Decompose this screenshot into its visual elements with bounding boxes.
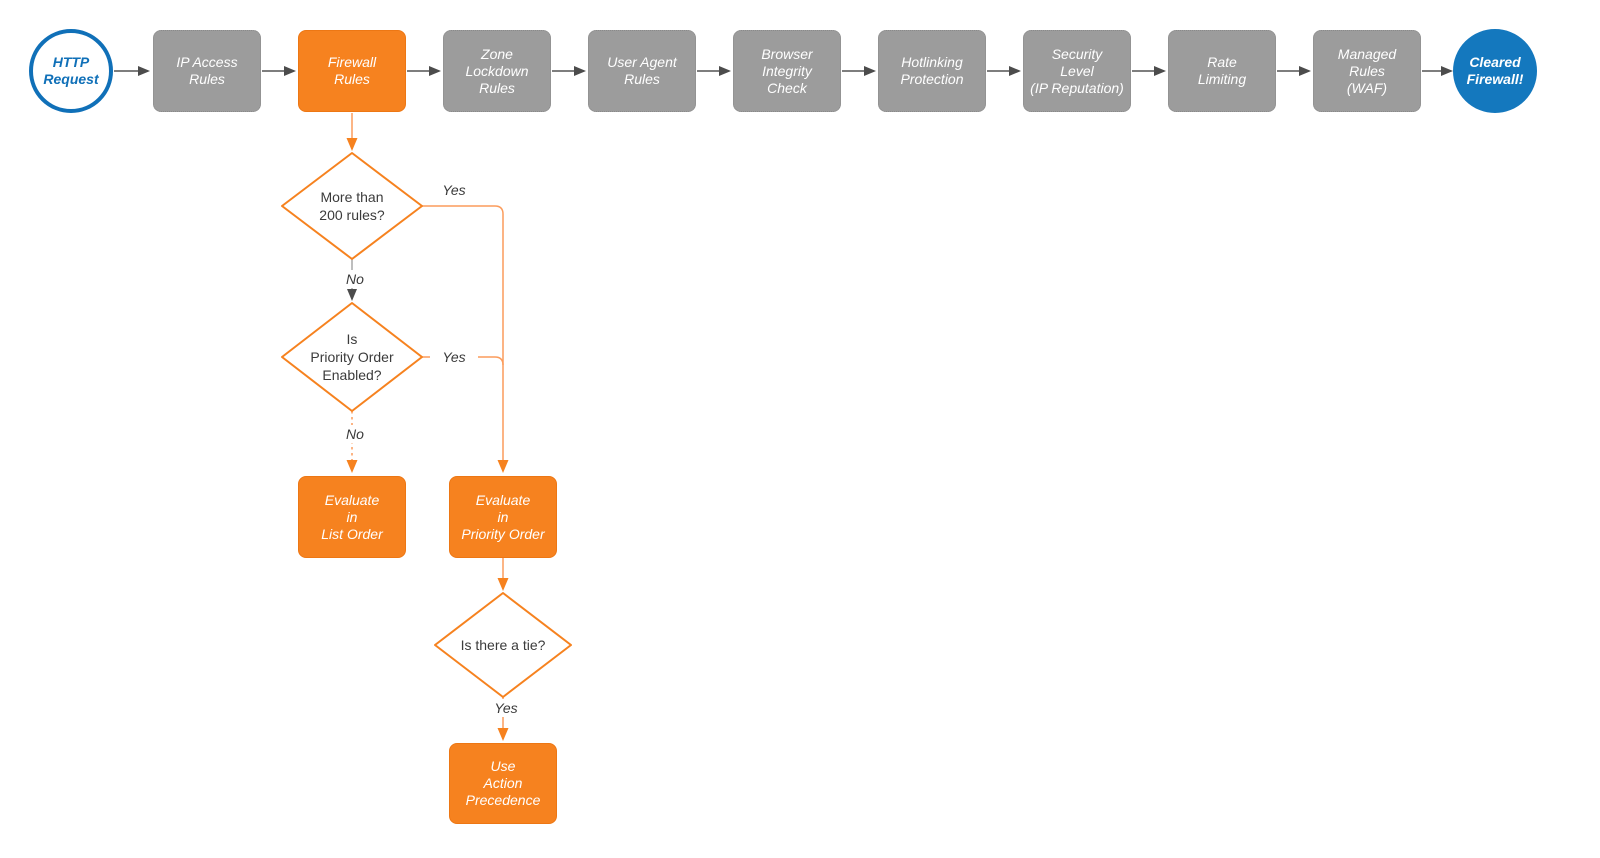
arrow-yes-priority-enabled-merge <box>422 356 504 366</box>
node-security-level: Security Level (IP Reputation) <box>1023 30 1131 112</box>
edge-label-yes-more-than-200: Yes <box>442 182 466 198</box>
node-hotlinking-protection: Hotlinking Protection <box>878 30 986 112</box>
decision-shapes <box>281 152 572 698</box>
node-rate-limiting: Rate Limiting <box>1168 30 1276 112</box>
node-ip-access-rules: IP Access Rules <box>153 30 261 112</box>
node-cleared-firewall: Cleared Firewall! <box>1453 29 1537 113</box>
node-browser-integrity-check: Browser Integrity Check <box>733 30 841 112</box>
edge-label-no-priority-enabled: No <box>333 425 377 443</box>
node-evaluate-in-list-order: Evaluate in List Order <box>298 476 406 558</box>
diamond-more-than-200 <box>281 152 423 260</box>
node-firewall-rules: Firewall Rules <box>298 30 406 112</box>
edge-label-no-more-than-200: No <box>333 270 377 288</box>
edge-label-yes-priority-enabled: Yes <box>430 348 478 366</box>
label-priority-enabled: Is Priority Order Enabled? <box>310 331 394 383</box>
node-use-action-precedence: Use Action Precedence <box>449 743 557 824</box>
diamond-priority-enabled <box>281 302 423 412</box>
arrow-yes-more-than-200-to-evaluate-priority <box>422 205 509 473</box>
label-is-tie: Is there a tie? <box>460 637 546 653</box>
diamond-is-tie <box>434 592 572 698</box>
node-user-agent-rules: User Agent Rules <box>588 30 696 112</box>
node-managed-rules-waf: Managed Rules (WAF) <box>1313 30 1421 112</box>
node-evaluate-in-priority-order: Evaluate in Priority Order <box>449 476 557 558</box>
node-zone-lockdown-rules: Zone Lockdown Rules <box>443 30 551 112</box>
edge-label-yes-is-tie: Yes <box>482 699 530 717</box>
label-more-than-200: More than 200 rules? <box>319 189 385 223</box>
node-http-request: HTTP Request <box>29 29 113 113</box>
